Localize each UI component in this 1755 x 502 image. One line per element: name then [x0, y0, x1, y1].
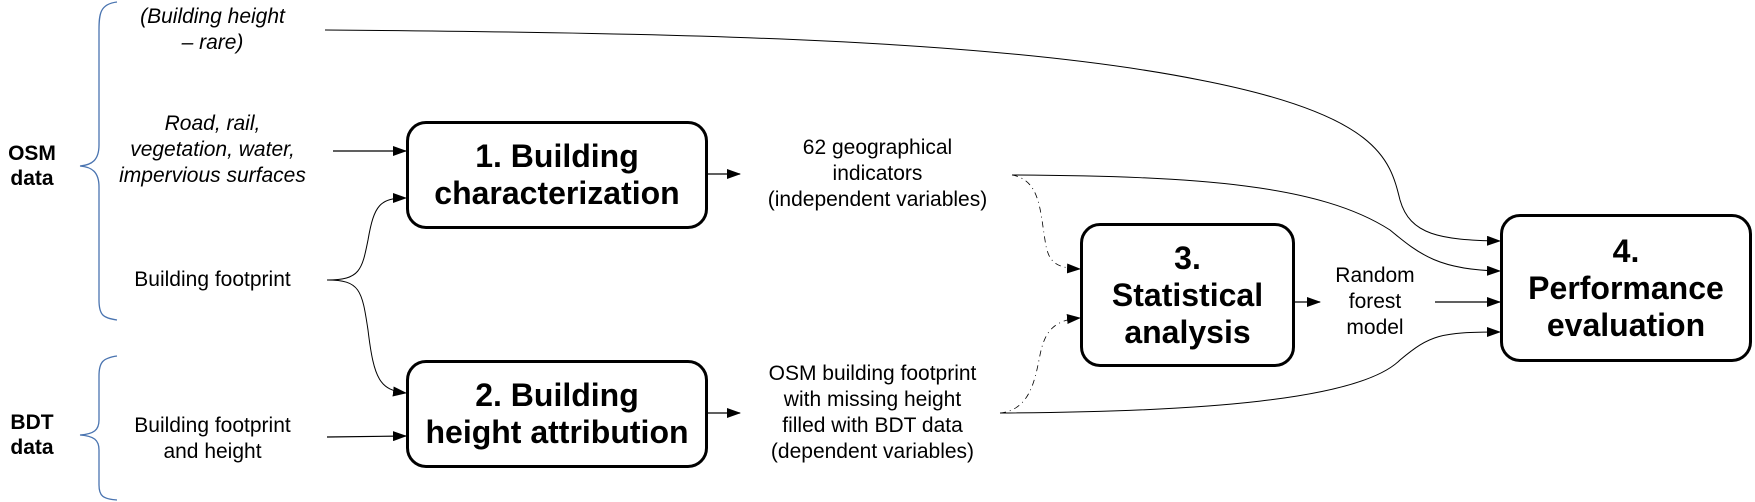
arrow-indicators-to-evaluation	[1011, 174, 1501, 276]
arrow-bdt-to-step2	[326, 431, 407, 442]
bdt-brace	[79, 355, 118, 501]
step4-performance-evaluation: 4. Performance evaluation	[1500, 214, 1752, 362]
step1-building-characterization: 1. Building characterization	[406, 121, 708, 229]
input-osm-footprint: Building footprint	[134, 268, 291, 291]
output-random-forest-model: Random forest model	[1335, 264, 1415, 339]
arrow-footprint-to-step1	[326, 193, 407, 281]
arrow-filled-to-step3	[999, 314, 1081, 414]
arrow-filled-to-evaluation	[999, 327, 1501, 414]
osm-brace	[79, 1, 118, 321]
arrow-indicators-to-step3	[1011, 174, 1081, 274]
arrow-footprint-to-step2	[326, 279, 407, 397]
bdt-data-label: BDT data	[10, 411, 54, 459]
output-geographical-indicators: 62 geographical indicators (independent …	[767, 136, 988, 211]
step2-building-height-attribution: 2. Building height attribution	[406, 360, 708, 468]
osm-data-label: OSM data	[8, 142, 56, 190]
output-filled-footprint: OSM building footprint with missing heig…	[768, 362, 977, 463]
input-bdt-footprint: Building footprint and height	[134, 414, 291, 463]
input-building-height: (Building height – rare)	[140, 5, 285, 54]
arrow-height-to-evaluation	[324, 29, 1501, 246]
input-road-rail: Road, rail, vegetation, water, imperviou…	[119, 112, 306, 187]
step3-statistical-analysis: 3. Statistical analysis	[1080, 223, 1295, 367]
